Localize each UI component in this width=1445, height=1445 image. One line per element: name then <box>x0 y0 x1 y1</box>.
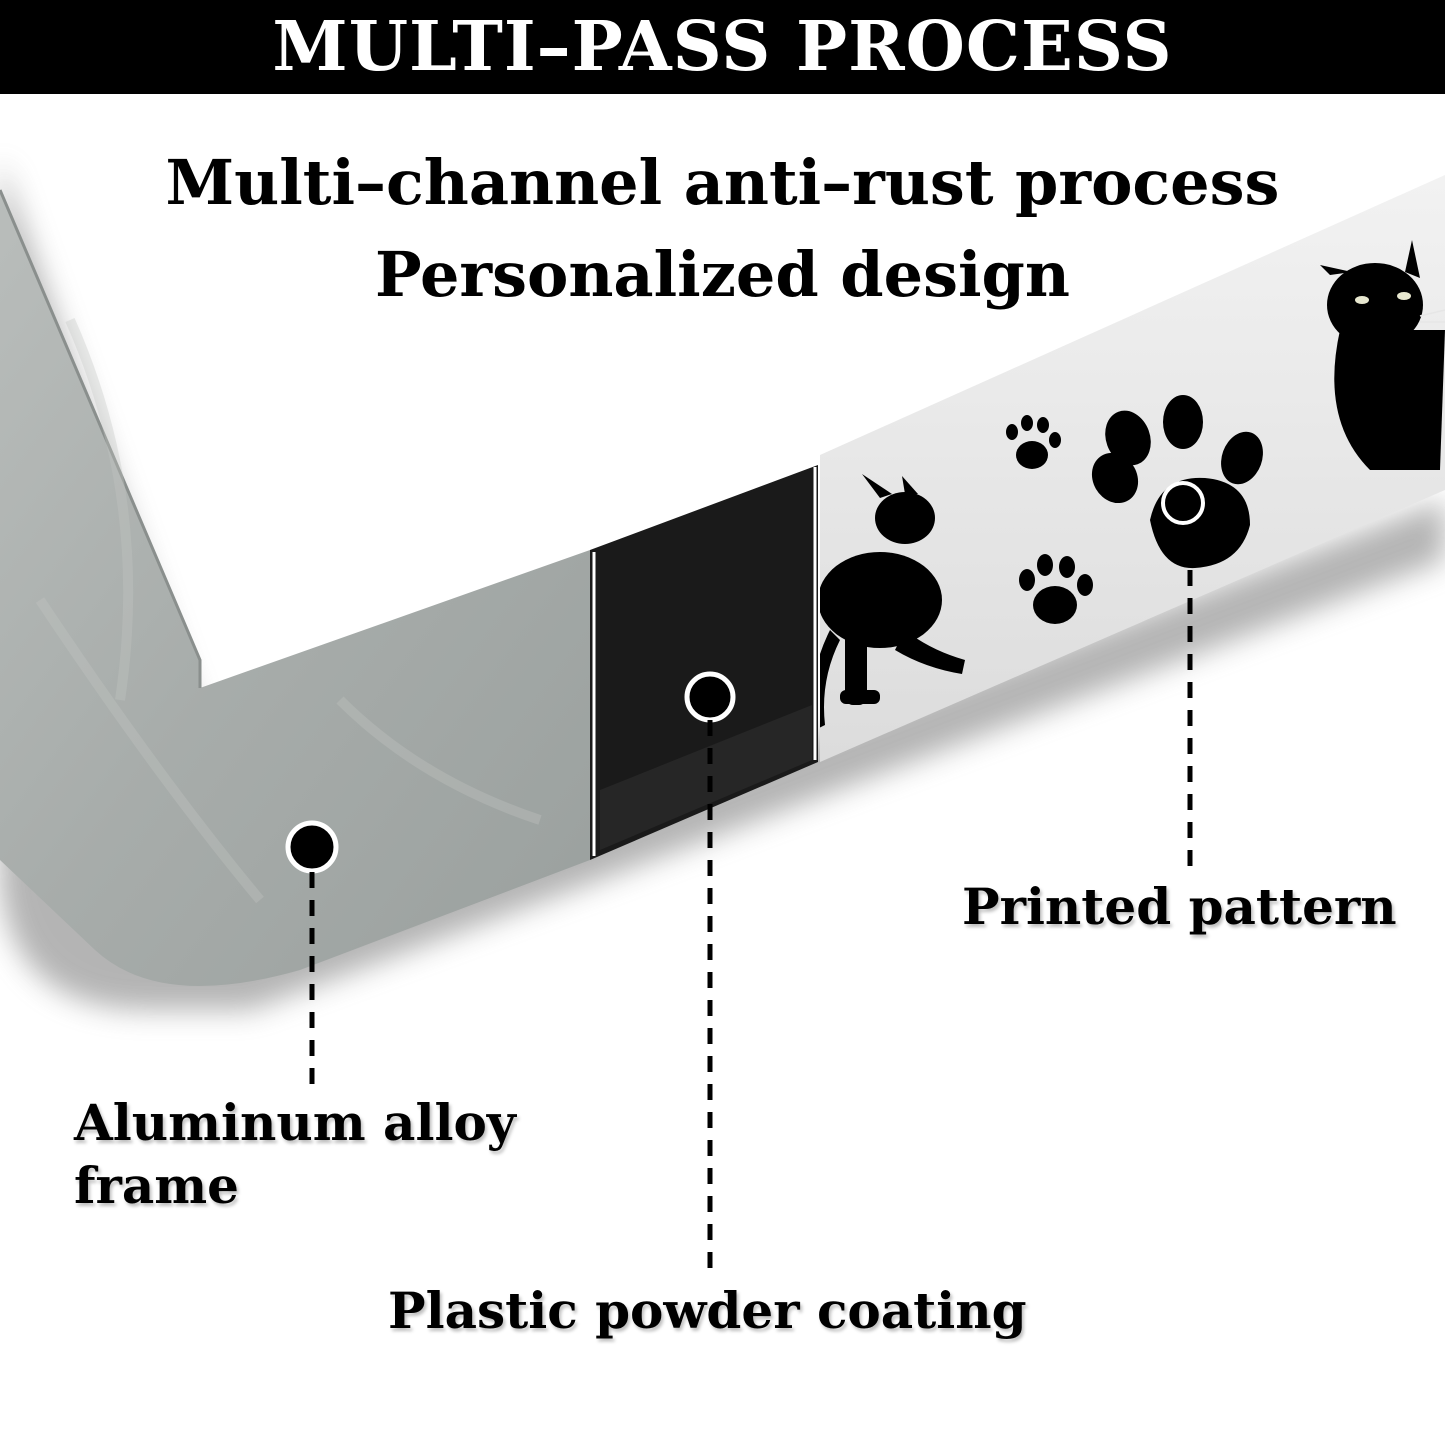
header-banner: MULTI–PASS PROCESS <box>0 0 1445 94</box>
header-title: MULTI–PASS PROCESS <box>272 7 1173 87</box>
printed-pattern-strip <box>820 175 1445 762</box>
callout-plastic-marker <box>684 671 736 1275</box>
headline-line-2: Personalized design <box>375 238 1070 311</box>
paw-print-icon <box>1091 395 1263 569</box>
callout-printed-marker <box>1161 481 1205 870</box>
paw-print-icon <box>1019 554 1093 624</box>
printed-pattern-label: Printed pattern <box>962 877 1397 936</box>
plastic-coating-label: Plastic powder coating <box>388 1281 1027 1340</box>
aluminum-frame-label-line-1: Aluminum alloy <box>74 1093 516 1152</box>
paw-print-icon <box>1006 415 1061 469</box>
headline-line-1: Multi–channel anti–rust process <box>165 146 1280 219</box>
cat-silhouette-icon <box>820 474 965 730</box>
aluminum-frame-label: Aluminum alloy frame <box>74 1092 516 1217</box>
callout-aluminum-marker <box>285 820 339 1085</box>
powder-coating-band <box>590 465 818 860</box>
cat-silhouette-icon <box>1320 240 1445 470</box>
aluminum-frame <box>0 189 590 986</box>
aluminum-frame-label-line-2: frame <box>74 1155 239 1215</box>
